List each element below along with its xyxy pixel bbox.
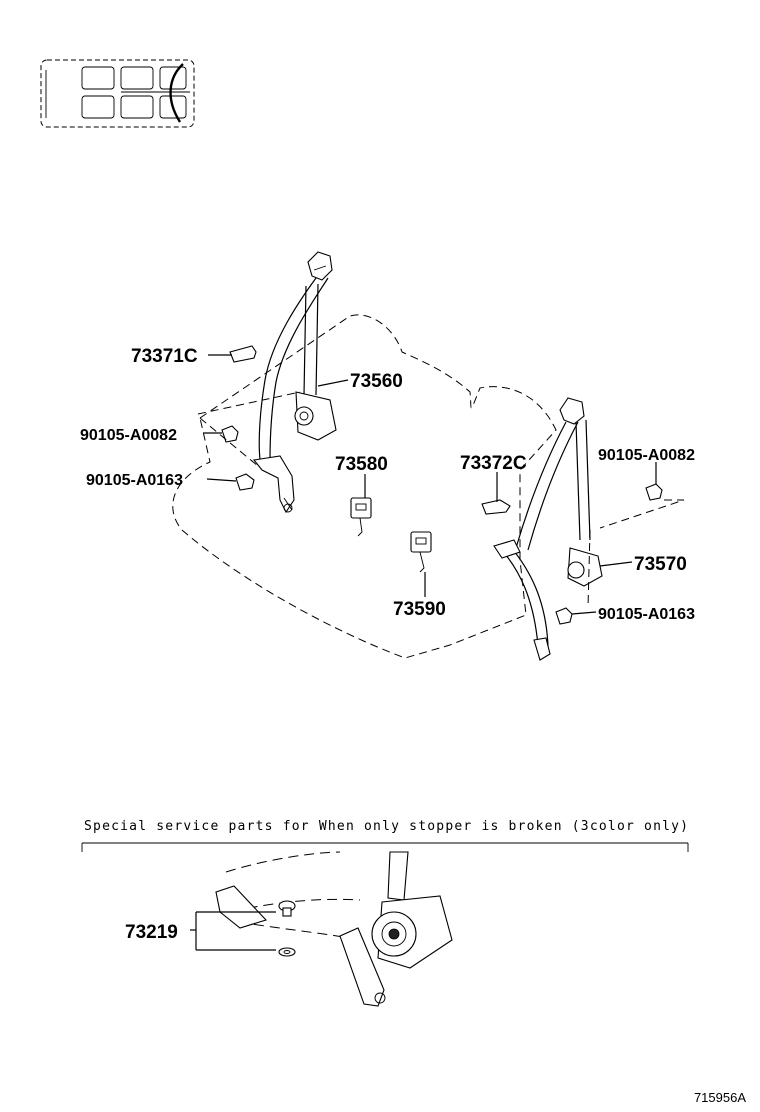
- label-73580: 73580: [335, 454, 388, 475]
- label-90105-a0082-left: 90105-A0082: [80, 427, 177, 444]
- buckle-73590: [410, 531, 432, 573]
- label-73590: 73590: [393, 599, 446, 620]
- label-73372c: 73372C: [460, 453, 527, 474]
- leader-73219: [190, 911, 276, 951]
- label-90105-a0082-right: 90105-A0082: [598, 447, 695, 464]
- vehicle-locator-icon: [40, 59, 195, 128]
- label-90105-a0163-left: 90105-A0163: [86, 472, 183, 489]
- note-bracket: [81, 842, 689, 852]
- leader-lines: [203, 354, 657, 615]
- diagram-reference-code: 715956A: [694, 1090, 746, 1105]
- label-73219: 73219: [125, 922, 178, 943]
- label-73560: 73560: [350, 371, 403, 392]
- bolt-right-lower: [555, 607, 573, 625]
- bolt-left-lower: [235, 473, 255, 491]
- seat-outline: [172, 314, 557, 659]
- belt-guide-clip-73372c: [481, 499, 511, 515]
- left-seat-belt-assembly: [252, 251, 337, 514]
- label-73570: 73570: [634, 554, 687, 575]
- bolt-left-upper: [221, 425, 239, 443]
- special-service-note: Special service parts for When only stop…: [84, 819, 688, 834]
- bolt-right-upper: [645, 483, 663, 501]
- stopper-detail-illustration: [215, 851, 453, 1007]
- label-73371c: 73371C: [131, 346, 198, 367]
- belt-guide-clip-73371c: [229, 345, 257, 363]
- label-90105-a0163-right: 90105-A0163: [598, 606, 695, 623]
- connector-lines: [197, 391, 685, 609]
- buckle-73580: [350, 497, 372, 537]
- right-seat-belt-assembly: [493, 397, 603, 661]
